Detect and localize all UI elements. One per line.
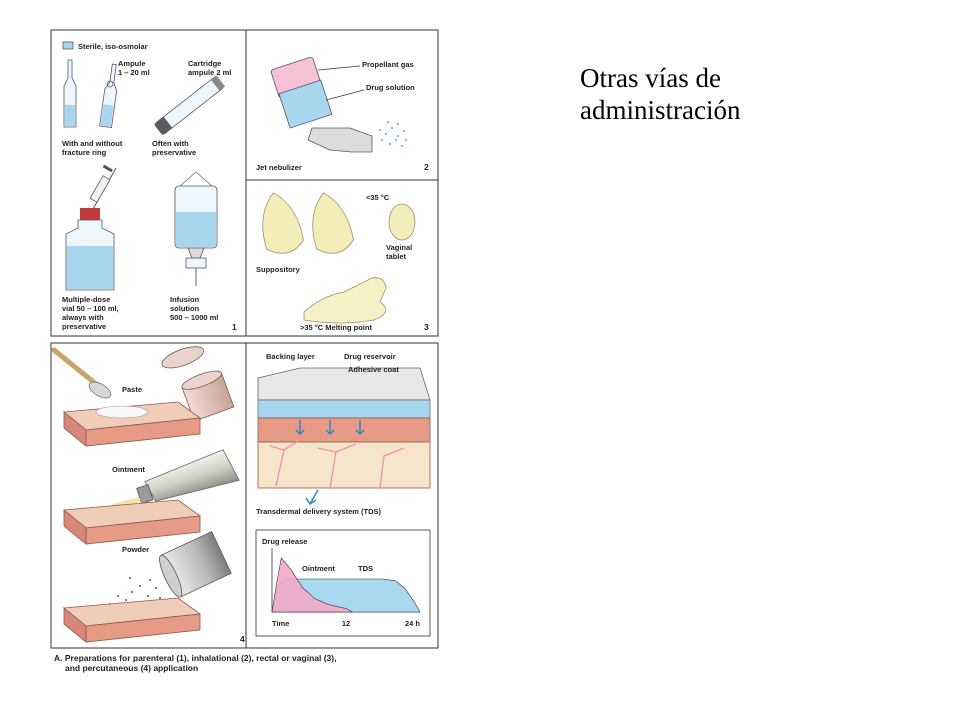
fracture-label-2: fracture ring <box>62 148 107 157</box>
series-label-ointment: Ointment <box>302 564 335 573</box>
infusion-bottle-icon <box>174 171 218 286</box>
ointment-tube-icon <box>136 449 240 505</box>
vial-label-2: vial 50 – 100 ml, <box>62 304 119 313</box>
panel-number-2: 2 <box>424 162 429 172</box>
percutaneous-left-panel: Paste Ointment Powder <box>51 346 240 643</box>
propellant-gas-label: Propellant gas <box>362 60 414 69</box>
preservative-label-1: Often with <box>152 139 189 148</box>
rectal-vaginal-panel: <35 °C Vaginal tablet Suppository >35 °C… <box>256 192 429 332</box>
ampule-icon <box>63 59 118 128</box>
ampule-label-1: Ampule <box>118 59 146 68</box>
series-area-ointment <box>271 557 354 613</box>
infusion-label-3: 500 – 1000 ml <box>170 313 218 322</box>
suppository-icon-2 <box>312 192 354 254</box>
powder-label: Powder <box>122 545 149 554</box>
tds-block-icon <box>257 367 431 506</box>
preservative-label-2: preservative <box>152 148 196 157</box>
jet-nebulizer-label: Jet nebulizer <box>256 163 302 172</box>
cartridge-icon <box>154 75 226 136</box>
paste-jar-icon <box>161 346 235 422</box>
x-tick-24h: 24 h <box>405 619 420 628</box>
x-tick-12: 12 <box>342 619 350 628</box>
panel-frames <box>50 29 439 649</box>
paste-blob <box>95 405 149 419</box>
x-tick-time: Time <box>272 619 289 628</box>
slide-title-line-2: administración <box>580 95 741 125</box>
drug-solution-label: Drug solution <box>366 83 415 92</box>
inhalational-panel: Propellant gas Drug solution Jet nebuliz… <box>256 56 429 172</box>
vaginal-tablet-label-2: tablet <box>386 252 407 261</box>
infusion-label-1: Infusion <box>170 295 200 304</box>
vial-label-4: preservative <box>62 322 106 331</box>
inhaler-icon <box>270 56 373 153</box>
melted-suppository-icon <box>303 277 387 324</box>
percutaneous-right-panel: Backing layer Drug reservoir Adhesive co… <box>240 352 431 644</box>
paste-label: Paste <box>122 385 142 394</box>
temp-below-label: <35 °C <box>366 193 390 202</box>
cartridge-label-1: Cartridge <box>188 59 221 68</box>
chart-title: Drug release <box>262 537 307 546</box>
fracture-label-1: With and without <box>62 139 123 148</box>
vial-label-1: Multiple-dose <box>62 295 110 304</box>
cartridge-label-2: ampule 2 ml <box>188 68 231 77</box>
vial-label-3: always with <box>62 313 104 322</box>
slide-title: Otras vías de administración <box>580 62 910 126</box>
legend-swatch <box>62 41 74 50</box>
figure-caption-line-1: A. Preparations for parenteral (1), inha… <box>54 653 336 663</box>
panel-number-3: 3 <box>424 322 429 332</box>
drug-reservoir-label: Drug reservoir <box>344 352 396 361</box>
spatula-icon <box>51 347 99 387</box>
powder-can-icon <box>159 531 232 598</box>
aerosol-spray <box>379 121 407 147</box>
melting-point-label: >35 °C Melting point <box>300 323 372 332</box>
slide-title-line-1: Otras vías de <box>580 63 721 93</box>
series-label-tds: TDS <box>358 564 373 573</box>
figure-caption-line-2: and percutaneous (4) application <box>65 663 198 673</box>
ointment-label: Ointment <box>112 465 145 474</box>
infusion-label-2: solution <box>170 304 200 313</box>
panel-number-4: 4 <box>240 634 245 644</box>
legend-label: Sterile, iso-osmolar <box>78 42 148 51</box>
tds-label: Transdermal delivery system (TDS) <box>256 507 382 516</box>
backing-layer-label: Backing layer <box>266 352 315 361</box>
adhesive-coat-label: Adhesive coat <box>348 365 399 374</box>
parenteral-panel: Sterile, iso-osmolar Ampule 1 – 20 ml Ca… <box>62 41 237 332</box>
vaginal-tablet-label-1: Vaginal <box>386 243 412 252</box>
panel-number-1: 1 <box>232 322 237 332</box>
ampule-label-2: 1 – 20 ml <box>118 68 150 77</box>
vial-icon <box>65 208 115 291</box>
suppository-icon-1 <box>262 192 304 254</box>
suppository-label: Suppository <box>256 265 301 274</box>
vaginal-tablet-icon <box>388 203 416 241</box>
